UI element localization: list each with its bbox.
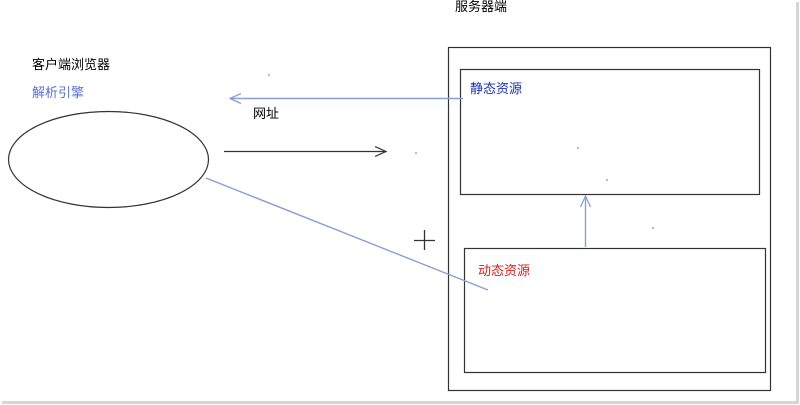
artifact-dot (606, 179, 608, 181)
browser-to-dynamic-line (205, 177, 489, 291)
frame-shadow-right (796, 2, 799, 404)
artifact-dot (415, 152, 417, 154)
parse-engine-label: 解析引擎 (32, 86, 85, 101)
crosshair-cursor-icon (414, 230, 435, 250)
static-resource-box (459, 68, 761, 196)
url-label: 网址 (253, 107, 280, 122)
browser-ellipse (7, 110, 210, 209)
dynamic-resource-label: 动态资源 (478, 264, 531, 279)
server-label: 服务器端 (455, 0, 508, 15)
artifact-dot (577, 147, 579, 149)
client-browser-label: 客户端浏览器 (32, 58, 111, 73)
server-box (447, 46, 772, 392)
artifact-dot (268, 74, 270, 76)
frame-shadow-bottom (2, 401, 799, 404)
dynamic-resource-box (463, 247, 767, 374)
static-resource-label: 静态资源 (470, 82, 523, 97)
artifact-dot (652, 227, 654, 229)
